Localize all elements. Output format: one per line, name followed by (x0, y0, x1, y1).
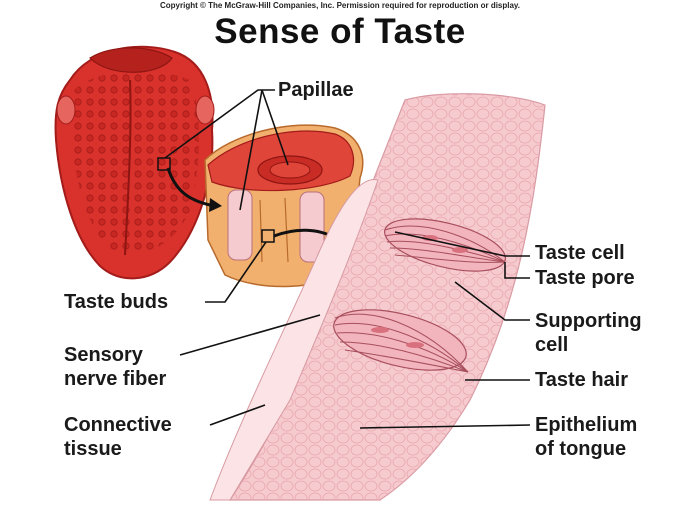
leader-sensory-nerve (179, 314, 321, 356)
leader-taste-buds (205, 241, 267, 303)
leader-papillae-1 (239, 89, 263, 211)
label-taste-pore: Taste pore (535, 267, 635, 289)
label-supporting-line-2: cell (535, 334, 569, 356)
leader-connective-tissue (209, 404, 266, 426)
label-taste-hair: Taste hair (535, 369, 628, 391)
copyright-notice: Copyright © The McGraw-Hill Companies, I… (159, 1, 521, 10)
leader-lines (164, 89, 531, 429)
zoom-arrow-1 (166, 167, 211, 207)
label-supporting-line-1: Supporting (535, 310, 642, 332)
zoom-arrow-1-head (209, 198, 222, 212)
label-papillae: Papillae (278, 79, 354, 101)
label-taste-cell: Taste cell (535, 242, 625, 264)
leader-supporting-cell (454, 281, 530, 321)
label-epithelium-line-2: of tongue (535, 438, 627, 460)
label-connective-line-1: Connective (64, 414, 172, 436)
page-title: Sense of Taste (214, 12, 466, 51)
tongue-illustration (54, 45, 215, 280)
taste-bud-upper (384, 218, 506, 272)
label-epithelium-line-1: Epithelium (535, 414, 638, 436)
label-connective-line-2: tissue (64, 438, 122, 460)
label-sensory-line-2: nerve fiber (64, 368, 167, 390)
zoom-box (157, 157, 171, 171)
leader-papillae-tongue (164, 89, 275, 159)
leader-taste-cell (394, 231, 530, 257)
leader-epithelium (359, 424, 531, 429)
label-sensory-line-1: Sensory (64, 344, 143, 366)
label-taste-buds: Taste buds (64, 291, 169, 313)
taste-bud-lower (333, 309, 469, 373)
epithelium-section (209, 93, 546, 501)
leader-papillae-2 (261, 89, 289, 166)
leader-taste-pore (504, 262, 530, 279)
